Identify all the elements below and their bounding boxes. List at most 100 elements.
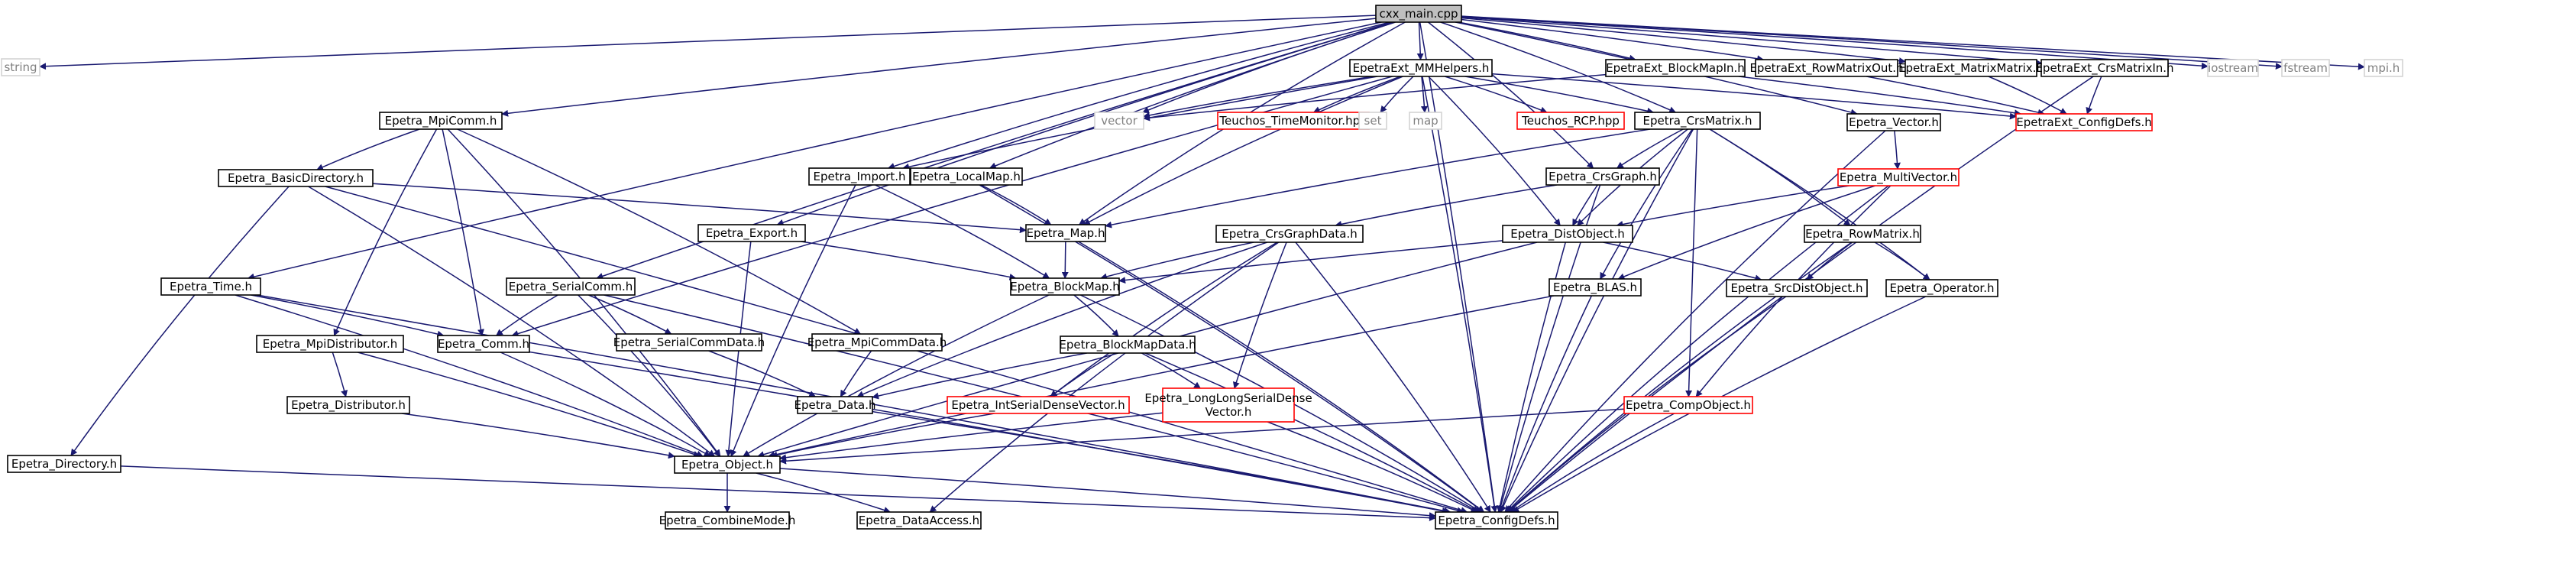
- node-label: Epetra_BlockMapData.h: [1059, 338, 1196, 352]
- node-label: Teuchos_TimeMonitor.hpp: [1218, 114, 1367, 128]
- node-Epetra_Operator[interactable]: Epetra_Operator.h: [1885, 279, 1998, 297]
- node-label: Epetra_SrcDistObject.h: [1730, 281, 1862, 296]
- node-Epetra_SerialComm[interactable]: Epetra_SerialComm.h: [506, 277, 636, 296]
- node-Epetra_MpiComm[interactable]: Epetra_MpiComm.h: [379, 112, 503, 130]
- node-Teuchos_TimeMonitor[interactable]: Teuchos_TimeMonitor.hpp: [1217, 112, 1370, 130]
- edge-Epetra_Comm-to-Epetra_Object: [500, 352, 711, 457]
- node-Epetra_CombineMode[interactable]: Epetra_CombineMode.h: [659, 511, 796, 530]
- node-Epetra_Directory[interactable]: Epetra_Directory.h: [7, 455, 121, 473]
- node-label: Epetra_LongLongSerialDense: [1144, 391, 1312, 406]
- edge-EpetraExt_MMHelpers-to-map: [1420, 76, 1428, 113]
- node-EpetraExt_CrsMatrixIn[interactable]: EpetraExt_CrsMatrixIn.h: [2035, 59, 2174, 77]
- node-EpetraExt_RowMatrixOut[interactable]: EpetraExt_RowMatrixOut.h: [1749, 59, 1904, 77]
- node-label: Epetra_MultiVector.h: [1840, 170, 1957, 185]
- node-label: Epetra_IntSerialDenseVector.h: [951, 398, 1125, 413]
- edge-Epetra_BlockMapData-to-Epetra_Data: [872, 352, 1087, 400]
- edge-Epetra_MpiComm-to-Epetra_MpiDistributor: [333, 128, 438, 336]
- node-Epetra_CrsGraphData[interactable]: Epetra_CrsGraphData.h: [1215, 225, 1364, 243]
- edge-Epetra_CrsMatrix-to-Epetra_Map: [1105, 128, 1651, 229]
- node-EpetraExt_MatrixMatrix[interactable]: EpetraExt_MatrixMatrix.h: [1898, 59, 2044, 77]
- node-label: Epetra_Operator.h: [1889, 281, 1994, 296]
- node-Epetra_BasicDirectory[interactable]: Epetra_BasicDirectory.h: [218, 169, 374, 187]
- edge-Epetra_MultiVector-to-Epetra_DistObject: [1616, 185, 1849, 228]
- node-Epetra_BlockMapData[interactable]: Epetra_BlockMapData.h: [1059, 336, 1196, 354]
- node-Epetra_SerialCommData[interactable]: Epetra_SerialCommData.h: [613, 333, 765, 352]
- node-box: [797, 396, 873, 414]
- node-Epetra_Comm[interactable]: Epetra_Comm.h: [437, 335, 530, 353]
- node-Epetra_Map[interactable]: Epetra_Map.h: [1025, 224, 1106, 242]
- edge-Epetra_DistObject-to-Epetra_SrcDistObject: [1603, 241, 1762, 282]
- node-fstream: fstream: [2281, 59, 2330, 77]
- node-box: [697, 224, 806, 242]
- edge-Epetra_BlockMapData-to-Epetra_ConfigDefs: [1144, 352, 1480, 513]
- node-box: [1545, 167, 1660, 186]
- node-Epetra_Vector[interactable]: Epetra_Vector.h: [1846, 113, 1941, 131]
- node-label: EpetraExt_RowMatrixOut.h: [1749, 61, 1903, 76]
- edge-EpetraExt_BlockMapIn-to-vector: [1143, 73, 1607, 122]
- node-box: [947, 396, 1130, 414]
- node-Epetra_BLAS[interactable]: Epetra_BLAS.h: [1549, 278, 1642, 297]
- edge-Epetra_SerialCommData-to-Epetra_Data: [708, 350, 817, 397]
- node-Epetra_CrsGraph[interactable]: Epetra_CrsGraph.h: [1545, 167, 1660, 186]
- edge-cxx_main-to-iostream: [1461, 15, 2209, 70]
- node-label: set: [1364, 114, 1382, 128]
- node-EpetraExt_BlockMapIn[interactable]: EpetraExt_BlockMapIn.h: [1605, 59, 1746, 77]
- edge-Epetra_Time-to-Epetra_Object: [235, 294, 704, 458]
- node-label: Epetra_CombineMode.h: [659, 514, 796, 528]
- node-EpetraExt_MMHelpers[interactable]: EpetraExt_MMHelpers.h: [1349, 59, 1493, 77]
- edge-Epetra_BasicDirectory-to-Epetra_Directory: [70, 186, 290, 456]
- node-cxx_main[interactable]: cxx_main.cpp: [1375, 5, 1462, 23]
- edge-Epetra_LocalMap-to-Epetra_Map: [980, 184, 1052, 225]
- node-EpetraExt_ConfigDefs[interactable]: EpetraExt_ConfigDefs.h: [2015, 113, 2153, 131]
- node-label: iostream: [2208, 61, 2258, 75]
- node-Epetra_SrcDistObject[interactable]: Epetra_SrcDistObject.h: [1726, 279, 1868, 297]
- node-Epetra_CompObject[interactable]: Epetra_CompObject.h: [1623, 396, 1753, 414]
- edge-Epetra_CompObject-to-Epetra_Object: [779, 408, 1625, 465]
- node-box: [856, 511, 982, 530]
- edge-cxx_main-to-vector: [1141, 21, 1396, 114]
- node-box: [1837, 168, 1960, 186]
- edge-Epetra_CrsGraphData-to-Epetra_IntSerialDenseVector: [1050, 241, 1278, 397]
- node-label: Epetra_Map.h: [1027, 226, 1105, 241]
- node-Epetra_CrsMatrix[interactable]: Epetra_CrsMatrix.h: [1634, 112, 1761, 130]
- node-box: [1623, 396, 1753, 414]
- edge-EpetraExt_RowMatrixOut-to-EpetraExt_ConfigDefs: [1866, 76, 2045, 116]
- node-box: [2015, 113, 2153, 131]
- node-label: Epetra_SerialComm.h: [509, 280, 633, 294]
- edge-EpetraExt_CrsMatrixIn-to-EpetraExt_ConfigDefs: [2086, 76, 2102, 115]
- node-label: Epetra_DataAccess.h: [859, 514, 979, 528]
- node-box: [1215, 225, 1364, 243]
- edge-EpetraExt_MMHelpers-to-Epetra_CrsMatrix: [1464, 76, 1655, 115]
- node-Epetra_Object[interactable]: Epetra_Object.h: [674, 455, 781, 474]
- node-Epetra_IntSerialDenseVector[interactable]: Epetra_IntSerialDenseVector.h: [947, 396, 1130, 414]
- edge-Epetra_Comm-to-Epetra_ConfigDefs: [529, 351, 1449, 514]
- node-Epetra_MpiDistributor[interactable]: Epetra_MpiDistributor.h: [256, 335, 404, 353]
- edge-Epetra_LongLongSerialDenseVector-to-Epetra_ConfigDefs: [1267, 421, 1478, 513]
- node-Epetra_DataAccess[interactable]: Epetra_DataAccess.h: [856, 511, 982, 530]
- edge-Epetra_CrsMatrix-to-Epetra_RowMatrix: [1709, 128, 1851, 226]
- node-Epetra_LocalMap[interactable]: Epetra_LocalMap.h: [910, 167, 1023, 186]
- node-box: [665, 511, 790, 530]
- node-Epetra_Export[interactable]: Epetra_Export.h: [697, 224, 806, 242]
- node-Epetra_RowMatrix[interactable]: Epetra_RowMatrix.h: [1804, 225, 1921, 243]
- node-Epetra_Import[interactable]: Epetra_Import.h: [808, 167, 911, 186]
- node-Epetra_BlockMap[interactable]: Epetra_BlockMap.h: [1010, 277, 1120, 296]
- edge-Epetra_CrsMatrix-to-Epetra_CrsGraph: [1616, 128, 1684, 169]
- node-box: [1025, 224, 1106, 242]
- node-Epetra_Distributor[interactable]: Epetra_Distributor.h: [286, 396, 410, 414]
- node-Teuchos_RCP[interactable]: Teuchos_RCP.hpp: [1516, 112, 1625, 130]
- node-Epetra_MultiVector[interactable]: Epetra_MultiVector.h: [1837, 168, 1960, 186]
- node-Epetra_Data[interactable]: Epetra_Data.h: [794, 396, 876, 414]
- edge-Epetra_IntSerialDenseVector-to-Epetra_Object: [770, 413, 995, 459]
- edge-Epetra_BlockMap-to-Epetra_Object: [743, 294, 1050, 457]
- node-box: [506, 277, 636, 296]
- node-Epetra_Time[interactable]: Epetra_Time.h: [160, 277, 261, 296]
- node-box: [808, 167, 911, 186]
- node-Epetra_DistObject[interactable]: Epetra_DistObject.h: [1502, 225, 1633, 243]
- edge-Epetra_CrsGraphData-to-Epetra_ConfigDefs: [1295, 241, 1491, 513]
- edge-EpetraExt_MatrixMatrix-to-EpetraExt_ConfigDefs: [1988, 76, 2067, 115]
- node-Epetra_MpiCommData[interactable]: Epetra_MpiCommData.h: [807, 333, 947, 352]
- node-Epetra_ConfigDefs[interactable]: Epetra_ConfigDefs.h: [1435, 511, 1558, 530]
- edge-Epetra_Import-to-Epetra_Object: [730, 184, 856, 457]
